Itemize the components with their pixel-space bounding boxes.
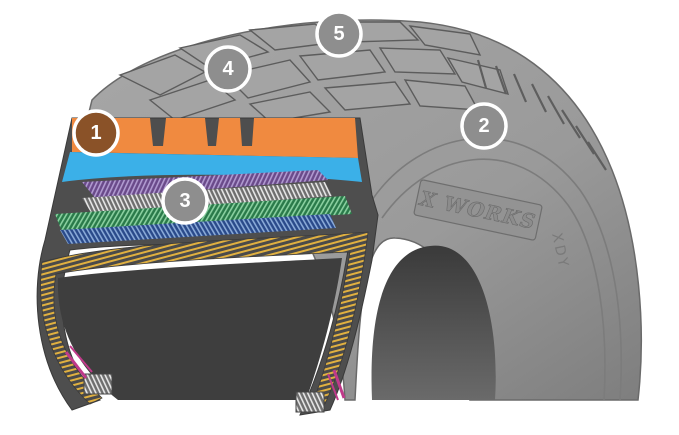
shoulder-grooves (476, 59, 607, 171)
callout-5-label: 5 (333, 23, 344, 45)
cross-section (36, 117, 379, 416)
bead-left (64, 345, 113, 395)
callout-1: 1 (72, 109, 120, 157)
callout-1-label: 1 (90, 122, 101, 144)
callout-4-label: 4 (222, 58, 234, 80)
belt-purple (82, 170, 328, 198)
inner-liner (57, 258, 343, 400)
tread-blocks (118, 21, 510, 123)
callout-3-label: 3 (179, 190, 190, 212)
callout-2: 2 (460, 102, 508, 150)
callout-4-circle (204, 45, 252, 93)
callout-3: 3 (161, 177, 209, 225)
sidewall-rings (371, 137, 622, 401)
belt-blue (60, 214, 336, 244)
callout-3-circle (161, 177, 209, 225)
rim-opening (371, 245, 496, 400)
callout-4: 4 (204, 45, 252, 93)
callout-1-circle (72, 109, 120, 157)
bead-right (295, 369, 346, 413)
callout-2-label: 2 (478, 115, 489, 137)
tread-compound-layer (72, 118, 358, 158)
callout-5-circle (315, 10, 363, 58)
carcass-ply (40, 231, 369, 405)
callout-5: 5 (315, 10, 363, 58)
sidewall-model-text: XDY (548, 231, 571, 271)
callout-2-circle (460, 102, 508, 150)
